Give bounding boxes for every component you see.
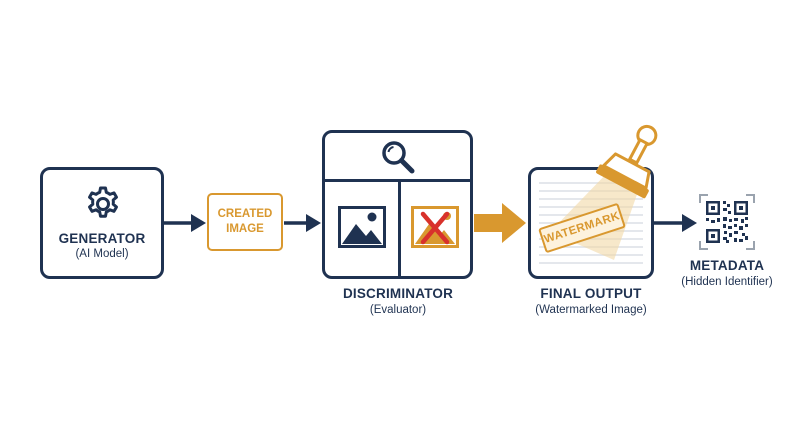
rejected-image-icon	[411, 206, 459, 248]
created-image-line1: CREATED	[217, 208, 273, 220]
discriminator-divider-h	[325, 179, 470, 182]
gear-icon	[88, 186, 118, 218]
qr-code-icon	[699, 194, 755, 250]
image-icon	[338, 206, 386, 248]
final-output-subtitle: (Watermarked Image)	[535, 304, 647, 316]
created-image-line2: IMAGE	[226, 223, 264, 235]
metadata-title: METADATA	[689, 258, 765, 273]
final-output-title: FINAL OUTPUT	[540, 286, 642, 301]
generator-subtitle: (AI Model)	[75, 248, 129, 260]
stamp-icon	[596, 124, 658, 199]
generator-title: GENERATOR	[58, 231, 146, 246]
discriminator-divider-v	[398, 179, 401, 276]
magnifier-icon	[382, 141, 415, 174]
created-image-box: CREATED IMAGE	[207, 193, 283, 251]
discriminator-title: DISCRIMINATOR	[342, 286, 454, 301]
discriminator-subtitle: (Evaluator)	[369, 304, 427, 316]
metadata-subtitle: (Hidden Identifier)	[681, 276, 773, 288]
discriminator-box	[322, 130, 473, 279]
generator-box: GENERATOR (AI Model)	[40, 167, 164, 279]
